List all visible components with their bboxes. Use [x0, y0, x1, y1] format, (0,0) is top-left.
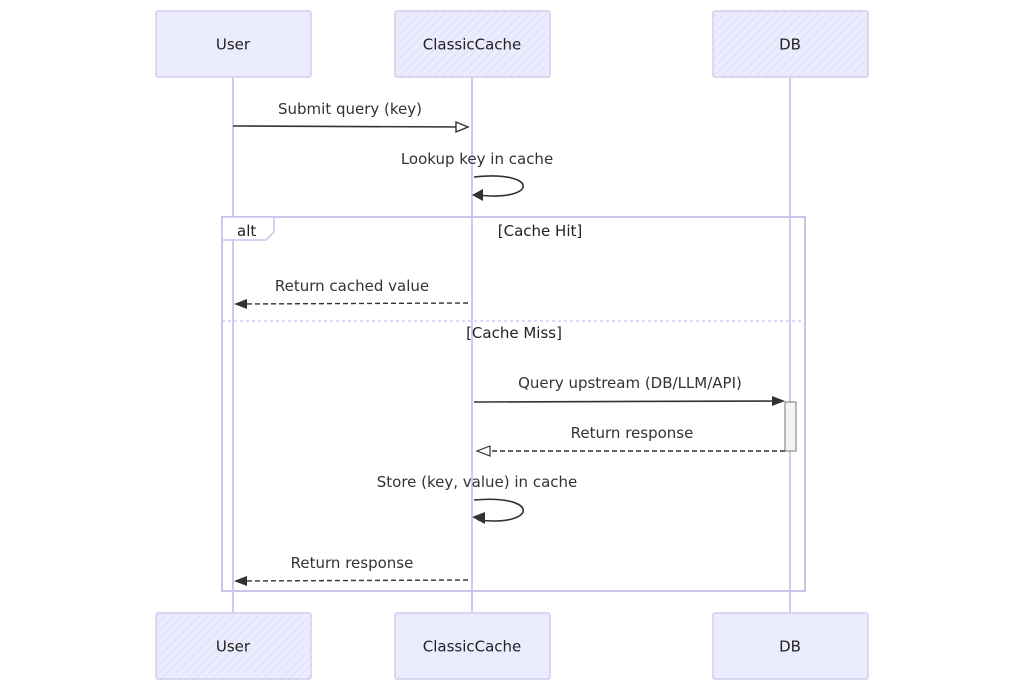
message-query-upstream-arrow: [473, 400, 782, 403]
alt-keyword: alt: [237, 222, 256, 240]
message-query-upstream-label: Query upstream (DB/LLM/API): [518, 374, 742, 392]
arrowhead-query-upstream: [772, 396, 785, 406]
arrowhead-return-response-db: [475, 445, 491, 457]
message-submit-query-arrow: [232, 125, 467, 128]
actor-classiccache-bottom: ClassicCache: [394, 612, 551, 680]
arrowhead-lookup: [472, 189, 483, 201]
actor-user-top-label: User: [216, 36, 251, 54]
message-lookup-loop: [473, 175, 524, 197]
actor-db-top: DB: [712, 10, 869, 78]
alt-condition-hit: [Cache Hit]: [498, 222, 582, 240]
message-return-cached-arrow: [237, 302, 469, 305]
arrowhead-return-cached: [234, 299, 247, 309]
message-return-cached-label: Return cached value: [275, 277, 429, 295]
message-store-label: Store (key, value) in cache: [377, 473, 578, 491]
message-return-response-user-arrow: [237, 579, 469, 582]
alt-tab: [221, 216, 275, 241]
actor-db-bottom-label: DB: [779, 638, 801, 656]
alt-frame: alt [Cache Hit] [Cache Miss]: [221, 216, 806, 592]
arrowhead-return-response-user: [234, 576, 247, 586]
actor-classiccache-bottom-label: ClassicCache: [423, 638, 522, 656]
message-return-response-db-label: Return response: [571, 424, 694, 442]
db-activation: [784, 401, 797, 452]
actor-classiccache-top-label: ClassicCache: [423, 36, 522, 54]
message-lookup-label: Lookup key in cache: [401, 150, 553, 168]
actor-db-bottom: DB: [712, 612, 869, 680]
actor-db-top-label: DB: [779, 36, 801, 54]
arrowhead-submit-query: [455, 120, 470, 134]
arrowhead-store: [472, 512, 485, 524]
actor-user-bottom-label: User: [216, 638, 251, 656]
actor-user-top: User: [155, 10, 312, 78]
message-return-response-user-label: Return response: [291, 554, 414, 572]
message-submit-query-label: Submit query (key): [278, 100, 422, 118]
message-store-loop: [473, 498, 524, 522]
alt-condition-miss: [Cache Miss]: [466, 324, 562, 342]
actor-user-bottom: User: [155, 612, 312, 680]
actor-classiccache-top: ClassicCache: [394, 10, 551, 78]
